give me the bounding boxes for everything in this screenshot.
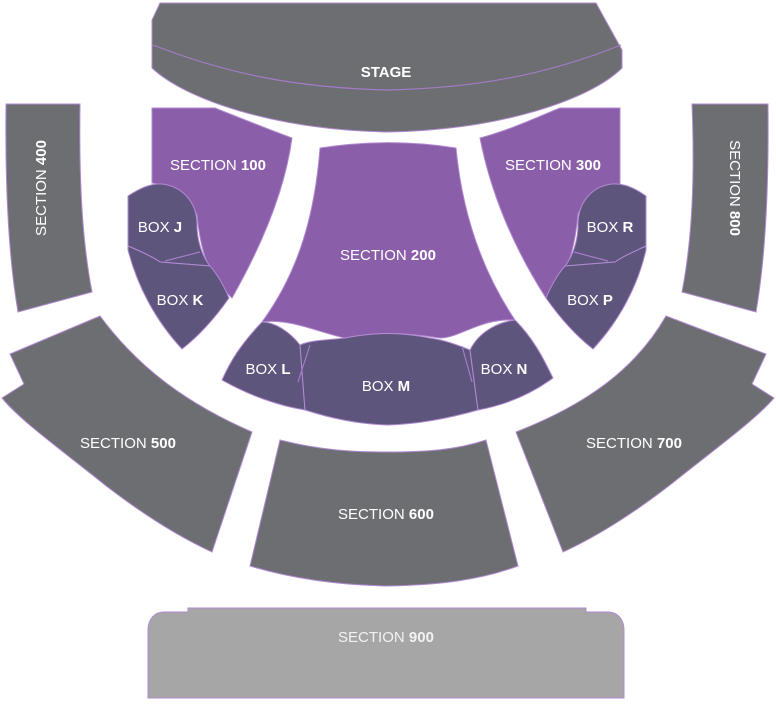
section-800[interactable]: SECTION 800 bbox=[681, 103, 769, 313]
box-m-letter: M bbox=[398, 378, 411, 395]
box-k-word: BOX bbox=[157, 292, 189, 309]
box-j-word: BOX bbox=[138, 219, 170, 236]
section-400-shape bbox=[5, 103, 93, 313]
box-j-label: BOX J bbox=[138, 219, 182, 236]
section-600-number: 600 bbox=[409, 506, 434, 523]
section-700-word: SECTION bbox=[586, 435, 653, 452]
section-500-label: SECTION 500 bbox=[80, 435, 176, 452]
box-k-letter: K bbox=[193, 292, 204, 309]
section-800-shape bbox=[681, 103, 769, 313]
box-l-word: BOX bbox=[245, 361, 277, 378]
box-r-letter: R bbox=[623, 219, 634, 236]
section-100-label: SECTION 100 bbox=[170, 157, 266, 174]
box-r[interactable]: BOX R bbox=[563, 183, 647, 267]
box-p-label: BOX P bbox=[567, 292, 613, 309]
box-l-label: BOX L bbox=[245, 361, 290, 378]
section-600-word: SECTION bbox=[338, 506, 405, 523]
stage-edge-line bbox=[152, 44, 622, 91]
section-900[interactable]: SECTION 900 bbox=[147, 607, 625, 699]
section-500-number: 500 bbox=[151, 435, 176, 452]
section-900-number: 900 bbox=[409, 629, 434, 646]
stage-shape bbox=[151, 2, 623, 133]
section-400[interactable]: SECTION 400 bbox=[5, 103, 93, 313]
section-500-shape bbox=[1, 315, 253, 553]
section-200[interactable]: SECTION 200 bbox=[260, 142, 516, 339]
box-m-n-divider bbox=[461, 345, 473, 383]
section-200-shape bbox=[260, 142, 516, 339]
stage[interactable]: STAGE bbox=[151, 2, 623, 133]
section-500[interactable]: SECTION 500 bbox=[1, 315, 253, 553]
section-700-shape bbox=[515, 315, 775, 553]
box-k-label: BOX K bbox=[157, 292, 204, 309]
box-l-m-divider bbox=[297, 344, 311, 383]
section-900-shape bbox=[147, 607, 625, 699]
section-300[interactable]: SECTION 300 bbox=[479, 107, 621, 299]
box-p-word: BOX bbox=[567, 292, 599, 309]
section-700-number: 700 bbox=[657, 435, 682, 452]
box-n-letter: N bbox=[517, 361, 528, 378]
box-p[interactable]: BOX P bbox=[545, 245, 647, 350]
section-300-word: SECTION bbox=[505, 157, 572, 174]
section-100-number: 100 bbox=[241, 157, 266, 174]
section-200-word: SECTION bbox=[340, 247, 407, 264]
box-k-shape bbox=[127, 245, 230, 350]
section-700[interactable]: SECTION 700 bbox=[515, 315, 775, 553]
section-100-word: SECTION bbox=[170, 157, 237, 174]
box-r-label: BOX R bbox=[587, 219, 634, 236]
section-800-label: SECTION 800 bbox=[726, 140, 743, 236]
section-400-word: SECTION bbox=[33, 169, 50, 236]
section-200-label: SECTION 200 bbox=[340, 247, 436, 264]
box-j-k-divider bbox=[164, 251, 201, 262]
section-600-shape bbox=[249, 439, 519, 587]
box-j[interactable]: BOX J bbox=[127, 183, 212, 267]
section-900-label: SECTION 900 bbox=[338, 629, 434, 646]
section-400-label: SECTION 400 bbox=[33, 140, 50, 236]
box-k[interactable]: BOX K bbox=[127, 245, 230, 350]
section-400-number: 400 bbox=[33, 140, 50, 165]
box-n-label: BOX N bbox=[481, 361, 528, 378]
stage-label: STAGE bbox=[361, 64, 412, 81]
section-300-number: 300 bbox=[576, 157, 601, 174]
box-j-letter: J bbox=[174, 219, 182, 236]
box-r-p-divider bbox=[573, 251, 609, 262]
section-100[interactable]: SECTION 100 bbox=[151, 107, 293, 299]
box-n-shape[interactable] bbox=[469, 319, 554, 411]
box-r-word: BOX bbox=[587, 219, 619, 236]
box-m-word: BOX bbox=[362, 378, 394, 395]
section-300-label: SECTION 300 bbox=[505, 157, 601, 174]
box-p-shape bbox=[545, 245, 647, 350]
box-l-shape[interactable] bbox=[221, 321, 306, 411]
section-600[interactable]: SECTION 600 bbox=[249, 439, 519, 587]
section-800-number: 800 bbox=[726, 211, 743, 236]
section-800-word: SECTION bbox=[726, 140, 743, 207]
section-600-label: SECTION 600 bbox=[338, 506, 434, 523]
box-m-label: BOX M bbox=[362, 378, 410, 395]
section-500-word: SECTION bbox=[80, 435, 147, 452]
section-700-label: SECTION 700 bbox=[586, 435, 682, 452]
box-lmn: BOX L BOX M BOX N bbox=[221, 319, 554, 426]
section-900-word: SECTION bbox=[338, 629, 405, 646]
section-200-number: 200 bbox=[411, 247, 436, 264]
box-p-letter: P bbox=[603, 292, 613, 309]
box-l-letter: L bbox=[281, 361, 290, 378]
box-n-word: BOX bbox=[481, 361, 513, 378]
